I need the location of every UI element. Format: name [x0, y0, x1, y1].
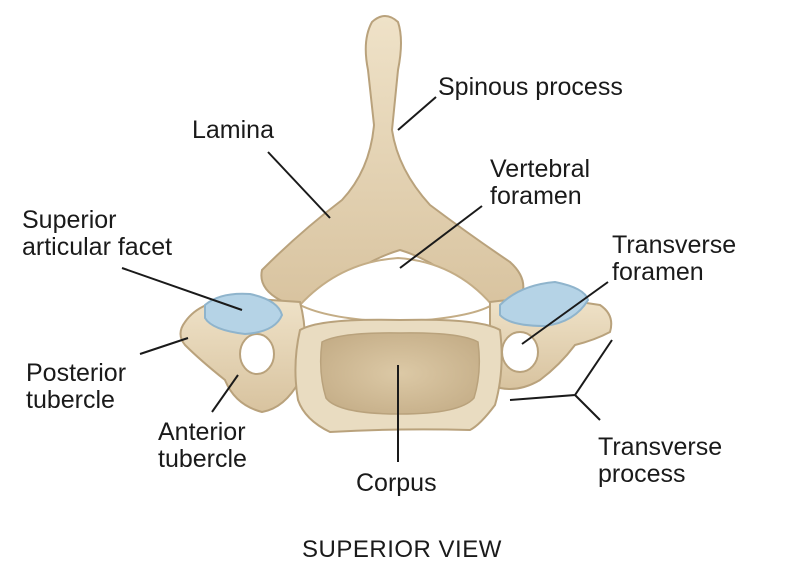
label-transverse-foramen: Transverse foramen [612, 231, 737, 286]
leader-superior-articular-facet [121, 267, 243, 311]
leader-lines [121, 96, 613, 462]
leader-anterior-tubercle [211, 374, 239, 413]
leader-lamina [267, 151, 331, 219]
label-transverse-process: Transverse process [598, 433, 723, 488]
corpus-inner-shape [319, 332, 481, 415]
left-transverse-foramen-shape [239, 333, 275, 375]
leader-posterior-tubercle [139, 337, 189, 355]
leader-transverse-foramen [521, 281, 609, 345]
label-vertebral-foramen: Vertebral foramen [490, 155, 591, 210]
leader-transverse-process-stem [574, 394, 601, 421]
label-posterior-tubercle: Posterior tubercle [26, 359, 127, 414]
label-lamina: Lamina [192, 116, 274, 144]
spinous-process-shape [260, 15, 525, 310]
label-corpus: Corpus [356, 469, 437, 497]
label-spinous-process: Spinous process [438, 73, 623, 101]
right-superior-articular-facet-shape [499, 280, 590, 328]
label-superior-articular-facet: Superior articular facet [22, 206, 173, 261]
caption-superior-view: SUPERIOR VIEW [302, 536, 502, 563]
leader-spinous-process [397, 96, 437, 131]
right-transverse-foramen-shape [501, 331, 539, 373]
label-anterior-tubercle: Anterior tubercle [158, 418, 247, 473]
leader-vertebral-foramen [399, 205, 483, 269]
